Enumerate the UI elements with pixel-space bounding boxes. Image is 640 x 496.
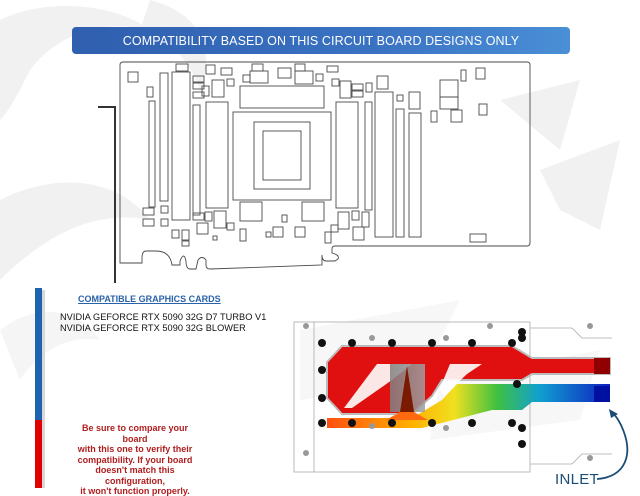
inlet-arrow-icon xyxy=(596,409,629,480)
warning-line: it won't function properly. xyxy=(80,486,190,496)
accent-bar xyxy=(35,288,42,488)
card-item: NVIDIA GEFORCE RTX 5090 32G D7 TURBO V1 xyxy=(60,312,267,322)
compatible-cards-heading: COMPATIBLE GRAPHICS CARDS xyxy=(78,294,221,304)
accent-bar-shadow xyxy=(42,290,45,488)
waterblock-flow-diagram xyxy=(293,321,612,473)
compatible-cards-list: NVIDIA GEFORCE RTX 5090 32G D7 TURBO V1 … xyxy=(60,312,266,334)
warning-line: compatibility. If your board xyxy=(77,454,193,465)
warning-line: Be sure to compare your board xyxy=(81,423,189,444)
inlet-label: INLET xyxy=(555,471,600,488)
circuit-board-diagram xyxy=(98,61,531,283)
compatibility-banner: COMPATIBILITY BASED ON THIS CIRCUIT BOAR… xyxy=(72,27,570,54)
warning-line: with this one to verify their xyxy=(77,444,193,454)
card-item: NVIDIA GEFORCE RTX 5090 32G BLOWER xyxy=(60,323,246,333)
warning-line: doesn't match this configuration, xyxy=(95,465,175,486)
compatibility-warning: Be sure to compare your board with this … xyxy=(70,423,200,496)
